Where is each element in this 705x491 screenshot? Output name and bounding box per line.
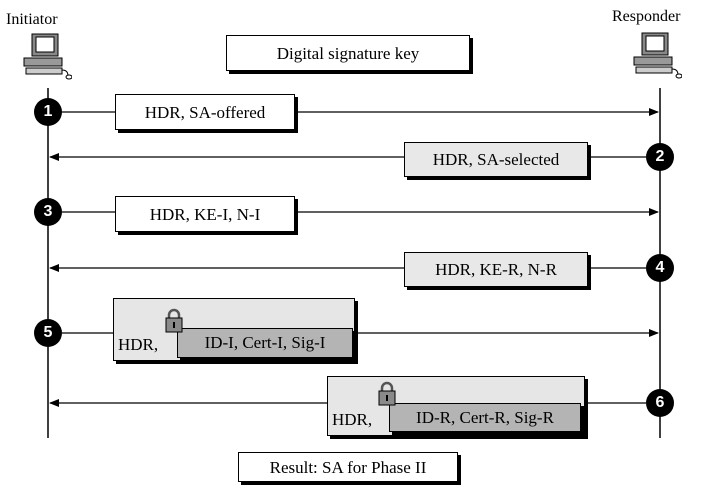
- message-5-hdr: HDR,: [118, 335, 159, 354]
- message-4: HDR, KE-R, N-R: [404, 252, 588, 287]
- responder-label: Responder: [612, 8, 681, 25]
- step-1: 1: [34, 98, 62, 126]
- initiator-label: Initiator: [6, 11, 58, 28]
- result-box: Result: SA for Phase II: [238, 452, 458, 482]
- lock-icon: [164, 307, 184, 333]
- message-6-hdr: HDR,: [332, 410, 373, 429]
- message-5-encrypted: ID-I, Cert-I, Sig-I: [177, 328, 353, 358]
- step-5: 5: [34, 319, 62, 347]
- step-3: 3: [34, 198, 62, 226]
- step-2: 2: [646, 143, 674, 171]
- message-1: HDR, SA-offered: [115, 94, 295, 130]
- lock-icon: [377, 380, 397, 406]
- diagram-title: Digital signature key: [226, 35, 470, 71]
- computer-icon: [632, 31, 683, 79]
- message-3: HDR, KE-I, N-I: [115, 196, 295, 232]
- step-4: 4: [646, 254, 674, 282]
- message-6-encrypted: ID-R, Cert-R, Sig-R: [389, 403, 581, 432]
- computer-icon: [22, 32, 73, 80]
- message-2: HDR, SA-selected: [404, 142, 588, 177]
- step-6: 6: [646, 389, 674, 417]
